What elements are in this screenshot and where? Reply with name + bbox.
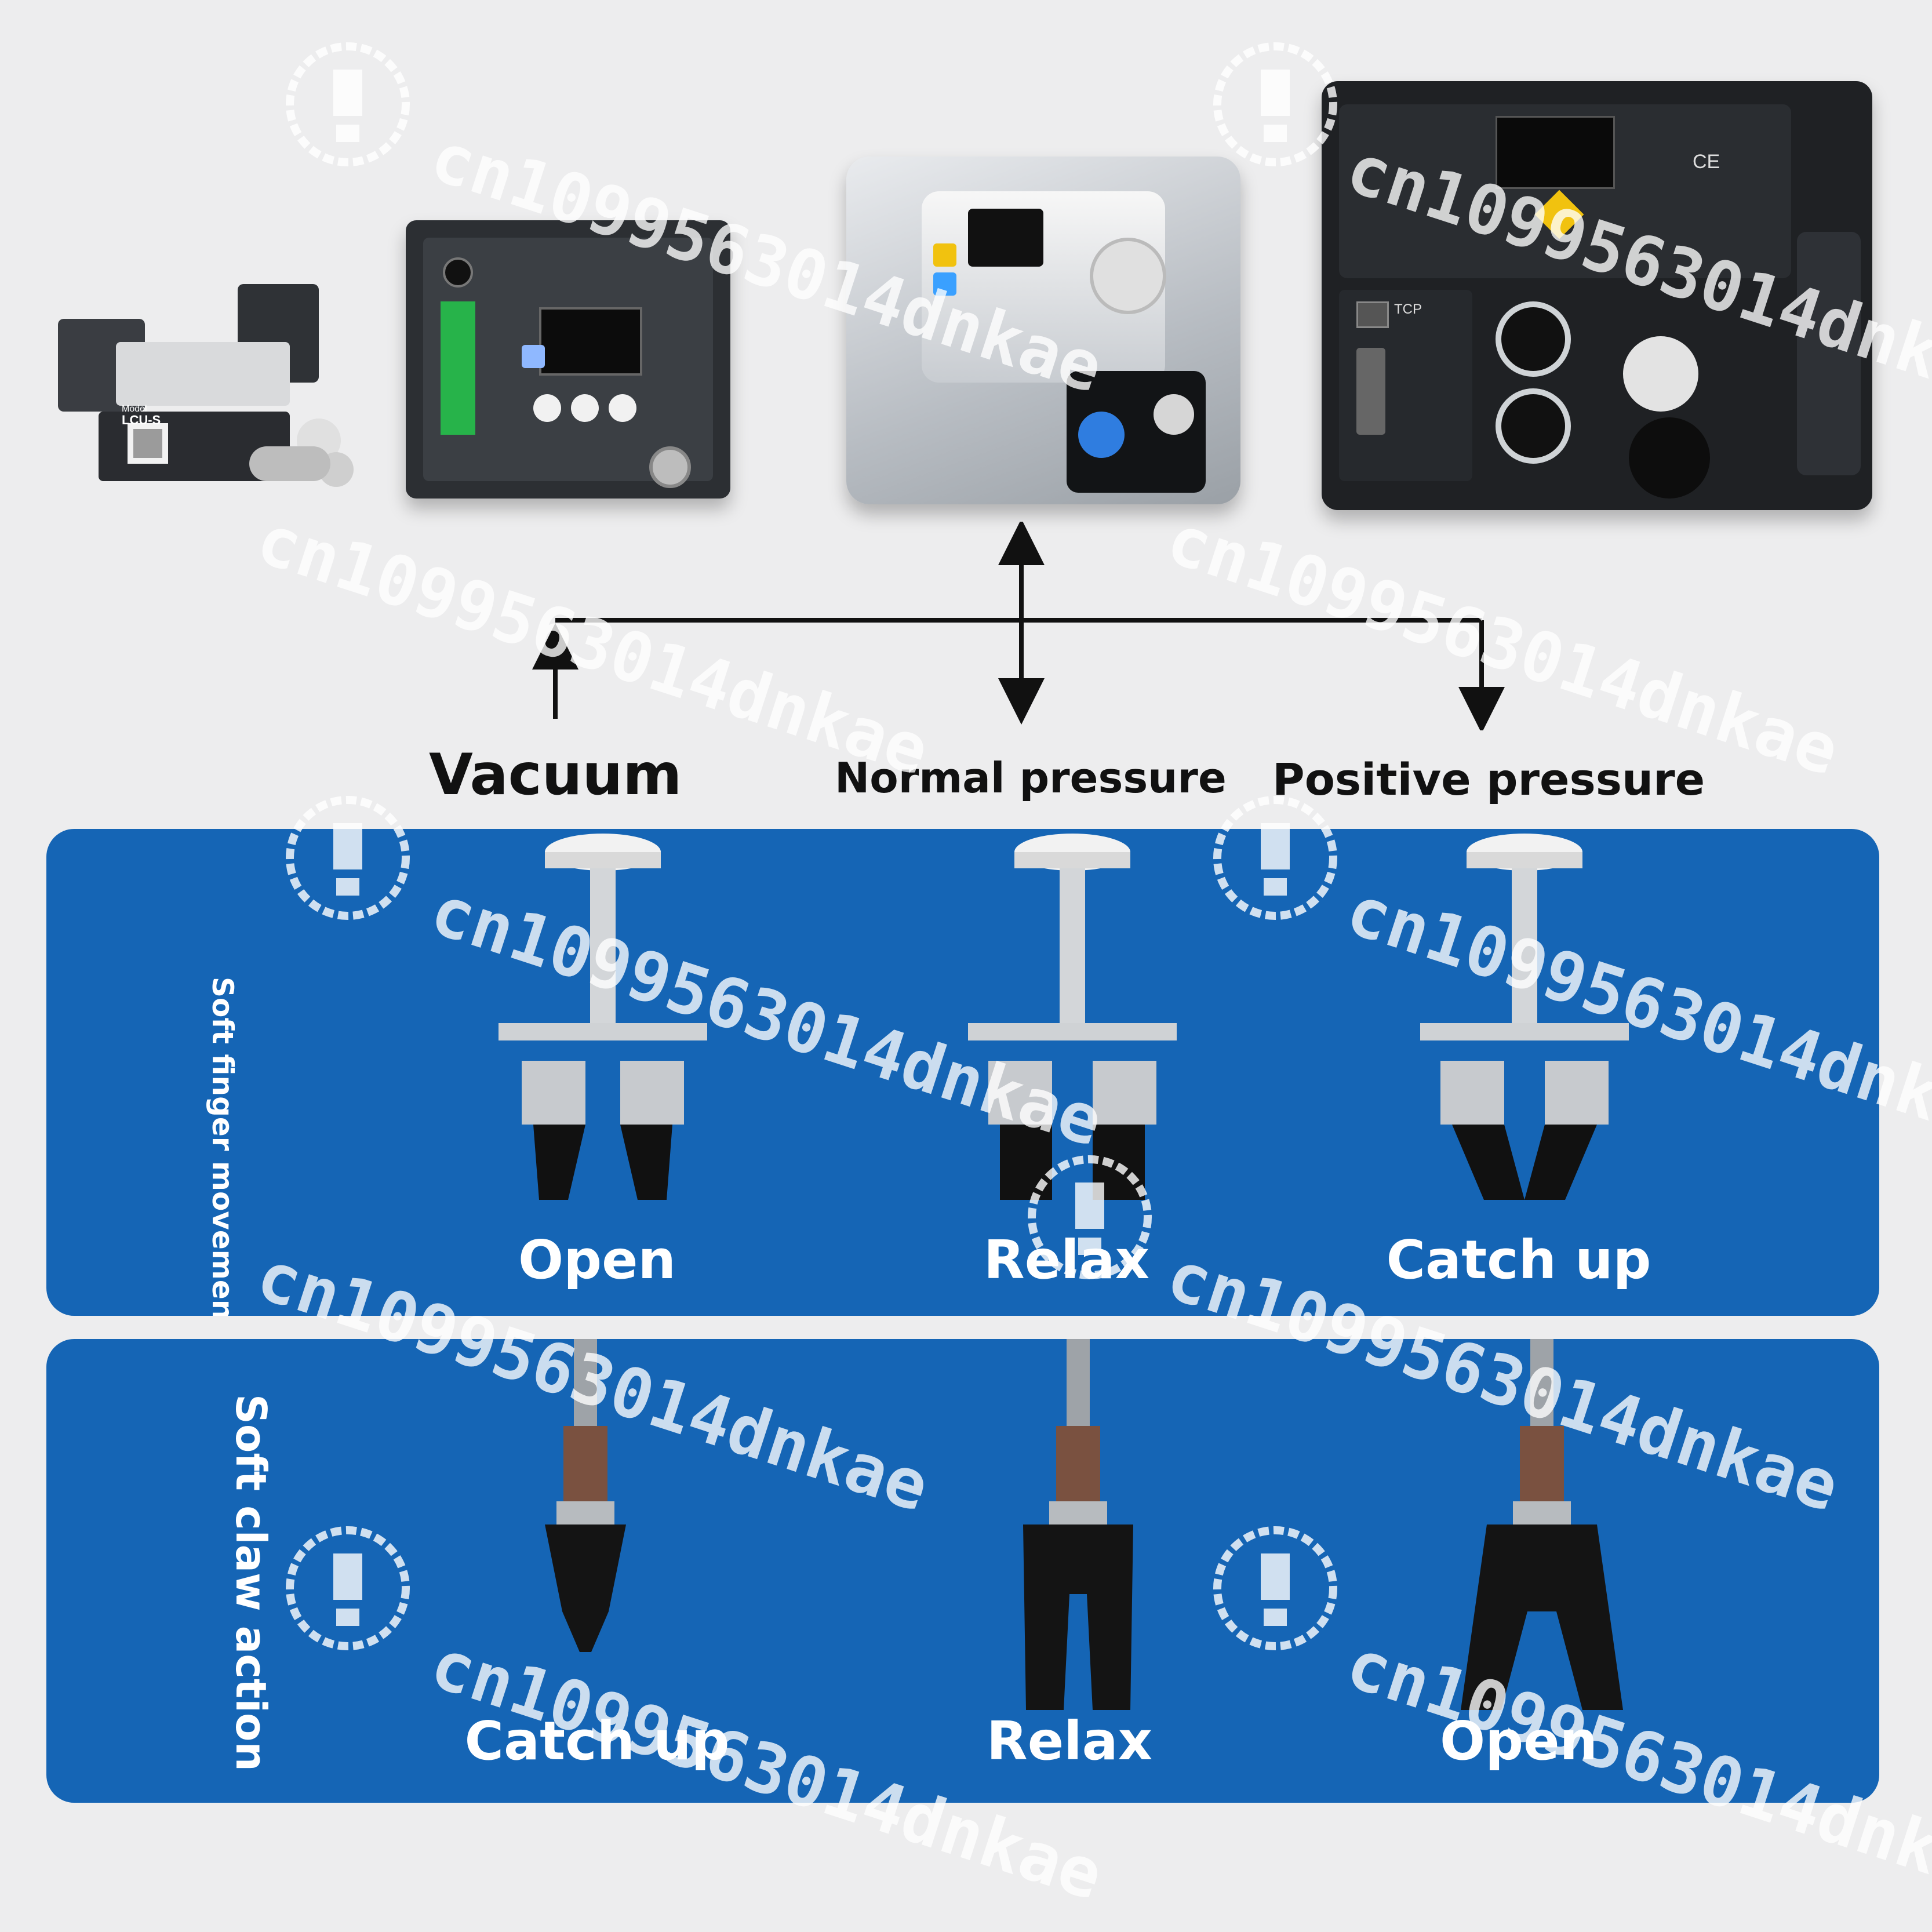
normal-pressure-label: Normal pressure: [835, 754, 1227, 802]
ethernet-port: [1356, 301, 1389, 328]
pressure-controller-image: TCP CE: [1322, 81, 1872, 510]
claw-state-catch-up: Catch up: [464, 1710, 730, 1772]
claw-state-relax: Relax: [986, 1710, 1153, 1772]
finger-gripper-catch-image: [1420, 834, 1629, 1200]
finger-gripper-open-image: [499, 834, 707, 1200]
pump-display: [968, 209, 1043, 267]
soft-claw-row-label: Soft claw action: [227, 1394, 275, 1771]
status-display: [539, 307, 642, 376]
watermark-badge-icon: [286, 42, 410, 166]
blue-connector-icon: [1078, 412, 1125, 458]
claw-catch-image: [545, 1339, 626, 1652]
control-box-image: [406, 220, 730, 499]
finger-state-open: Open: [518, 1229, 676, 1291]
vacuum-label: Vacuum: [429, 742, 682, 808]
serial-port: [1356, 348, 1385, 435]
terminal-block: [441, 301, 475, 435]
soft-finger-panel: Soft finger movements Open Relax Catch u…: [46, 829, 1879, 1316]
claw-state-open: Open: [1440, 1710, 1598, 1772]
valve-model-prefix: Model: [122, 404, 147, 414]
controller-display: [1496, 116, 1615, 189]
finger-gripper-relax-image: [968, 834, 1177, 1200]
soft-claw-panel: Soft claw action Catch up Relax Open: [46, 1339, 1879, 1803]
pump-controller-image: [846, 157, 1240, 504]
positive-pressure-label: Positive pressure: [1272, 754, 1705, 805]
hub-port-label: TCP: [1394, 301, 1422, 317]
claw-relax-image: [1023, 1339, 1133, 1710]
finger-state-catch-up: Catch up: [1386, 1229, 1651, 1291]
ce-mark: CE: [1693, 151, 1720, 173]
power-switch-icon: [443, 257, 473, 288]
solenoid-valve-image: Model LCU-S: [58, 284, 354, 487]
finger-state-relax: Relax: [983, 1229, 1150, 1291]
valve-model: LCU-S: [122, 413, 161, 427]
pressure-knob-icon: [1629, 417, 1710, 499]
soft-finger-row-label: Soft finger movements: [206, 977, 239, 1316]
pressure-arrows-diagram: [532, 522, 1505, 730]
claw-open-image: [1461, 1339, 1623, 1710]
